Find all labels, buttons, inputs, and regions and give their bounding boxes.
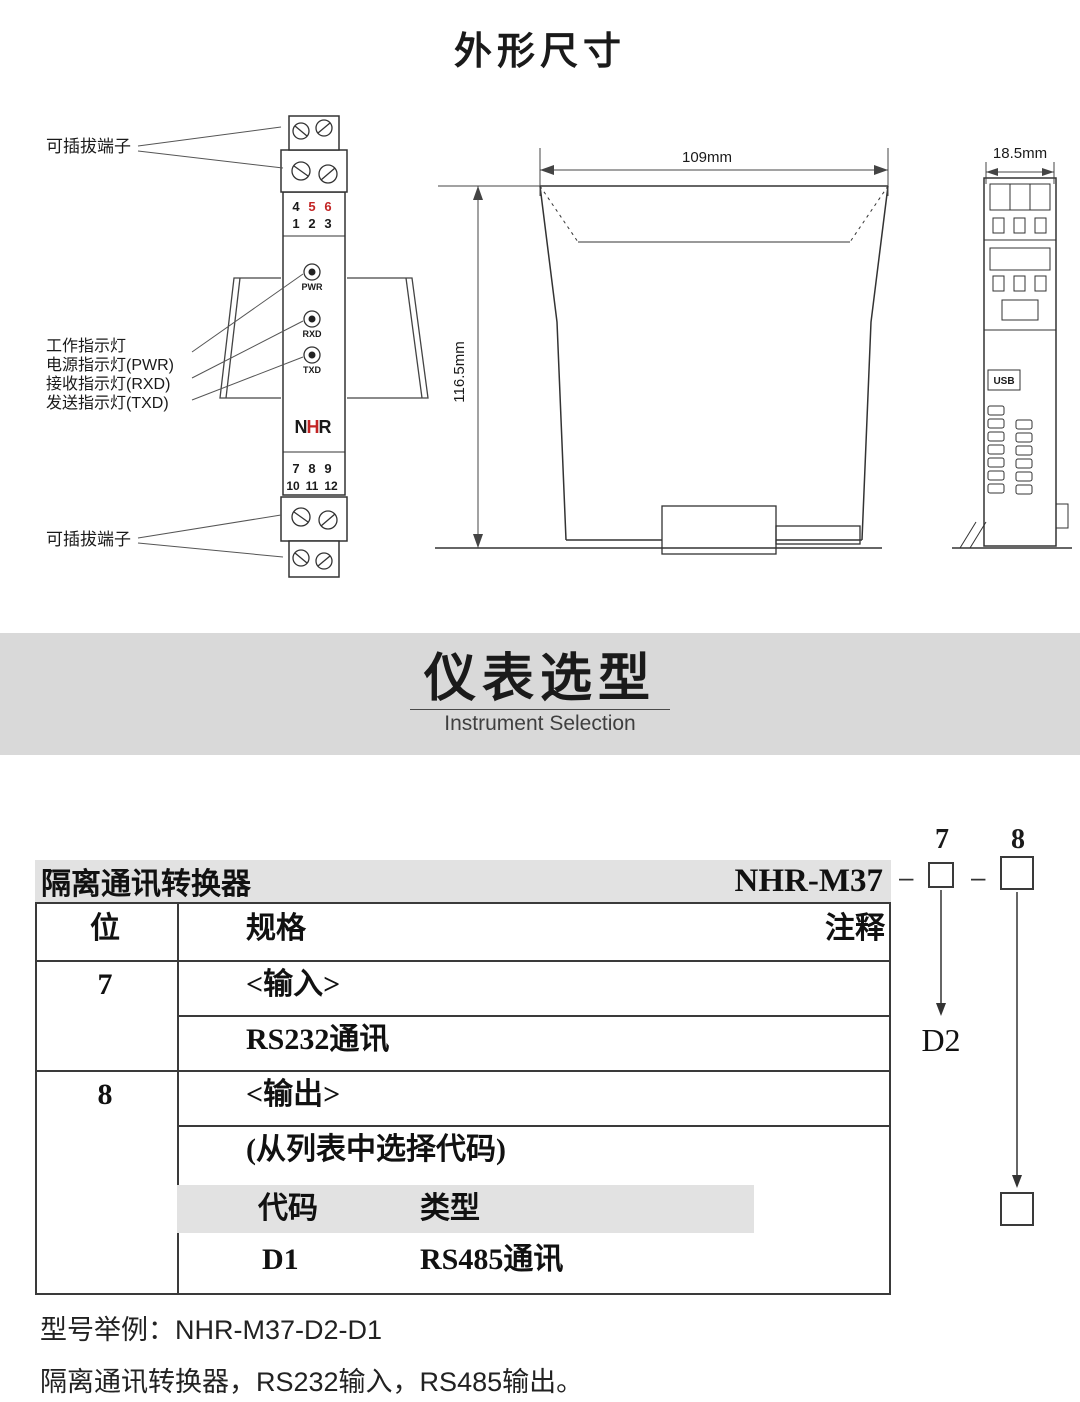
label-indicator-3: 接收指示灯(RXD) (46, 375, 170, 393)
terminal-number: 8 (308, 461, 315, 476)
led-pwr-icon (303, 263, 321, 281)
table-row-line (37, 1070, 889, 1072)
front-view (280, 115, 348, 578)
led-pwr-label: PWR (302, 282, 323, 292)
selection-title: 仪表选型 (409, 652, 670, 710)
selection-table (35, 902, 891, 1295)
narrow-view-dimension (985, 162, 1055, 184)
terminal-screws (291, 119, 338, 570)
code-box-8-target (1000, 1192, 1034, 1226)
label-indicator-1: 工作指示灯 (46, 337, 126, 355)
brand-logo: H (307, 417, 320, 437)
label-pluggable-terminal-top: 可插拔端子 (46, 137, 131, 156)
side-view (435, 185, 889, 555)
terminal-number: 9 (324, 461, 331, 476)
column-header-note: 注释 (825, 912, 885, 945)
code-box-8 (1000, 856, 1034, 890)
row7-spec-value: RS232通讯 (246, 1023, 390, 1056)
terminal-number: 3 (324, 216, 331, 231)
dimension-height: 116.5mm (451, 341, 468, 402)
model-description: 隔离通讯转换器，RS232输入，RS485输出。 (40, 1367, 584, 1397)
dimension-width: 109mm (682, 149, 732, 166)
led-rxd-label: RXD (302, 329, 322, 339)
narrow-view (952, 177, 1072, 549)
code-value: D1 (262, 1243, 299, 1276)
side-view-dimensions (438, 148, 889, 548)
terminal-number: 11 (306, 479, 319, 493)
product-name: 隔离通讯转换器 (41, 868, 251, 901)
selection-subtitle: Instrument Selection (444, 711, 636, 735)
terminal-number: 12 (324, 479, 338, 493)
table-column-divider (177, 904, 179, 1293)
led-rxd-icon (303, 310, 321, 328)
din-rail (219, 277, 429, 399)
page-title: 外形尺寸 (453, 31, 626, 73)
terminal-number: 7 (292, 461, 299, 476)
column-header-spec: 规格 (246, 912, 306, 945)
led-txd-label: TXD (303, 365, 322, 375)
usb-label: USB (993, 376, 1014, 387)
type-column-header: 类型 (420, 1192, 480, 1225)
callout-labels: 可插拔端子 工作指示灯 电源指示灯(PWR) 接收指示灯(RXD) 发送指示灯(… (46, 137, 174, 549)
row8-position: 8 (97, 1078, 113, 1111)
position-7-digit: 7 (935, 824, 949, 855)
code-result-7: D2 (921, 1022, 961, 1058)
model-code: NHR-M37 (734, 862, 883, 899)
terminal-number: 6 (324, 199, 331, 214)
terminal-number: 5 (308, 199, 315, 214)
label-indicator-2: 电源指示灯(PWR) (46, 356, 174, 374)
row7-position: 7 (97, 968, 113, 1001)
brand-logo: N (295, 417, 308, 437)
code-header-bar (177, 1185, 754, 1233)
row8-note: (从列表中选择代码) (246, 1133, 506, 1166)
row8-output-label: <输出> (246, 1078, 341, 1111)
table-row-line (37, 960, 889, 962)
terminal-number: 1 (292, 216, 299, 231)
label-indicator-4: 发送指示灯(TXD) (46, 394, 169, 412)
dash-separator: – (971, 862, 986, 892)
code-column-header: 代码 (258, 1192, 318, 1225)
column-header-position: 位 (90, 912, 120, 945)
type-value: RS485通讯 (420, 1243, 564, 1276)
led-txd-icon (303, 346, 321, 364)
brand-logo: R (319, 417, 332, 437)
position-8-digit: 8 (1011, 824, 1025, 855)
terminal-number: 4 (292, 199, 300, 214)
label-pluggable-terminal-bottom: 可插拔端子 (46, 530, 131, 549)
table-subrow-line (177, 1015, 889, 1017)
dash-separator: – (899, 862, 914, 892)
model-example: 型号举例：NHR-M37-D2-D1 (40, 1315, 383, 1345)
row7-input-label: <输入> (246, 968, 341, 1001)
front-view-text: 4 5 6 1 2 3 PWR RXD TXD N H R 7 8 9 10 1… (286, 199, 338, 493)
terminal-number: 10 (286, 479, 300, 493)
table-subrow-line (177, 1125, 889, 1127)
indicator-leds (303, 263, 321, 364)
code-box-7 (928, 862, 954, 888)
callout-lines (137, 126, 304, 558)
terminal-number: 2 (308, 216, 315, 231)
selection-section-banner: 仪表选型 Instrument Selection (0, 633, 1080, 755)
dimension-depth: 18.5mm (993, 145, 1047, 162)
selection-header-bar: 隔离通讯转换器 NHR-M37 (35, 860, 891, 902)
